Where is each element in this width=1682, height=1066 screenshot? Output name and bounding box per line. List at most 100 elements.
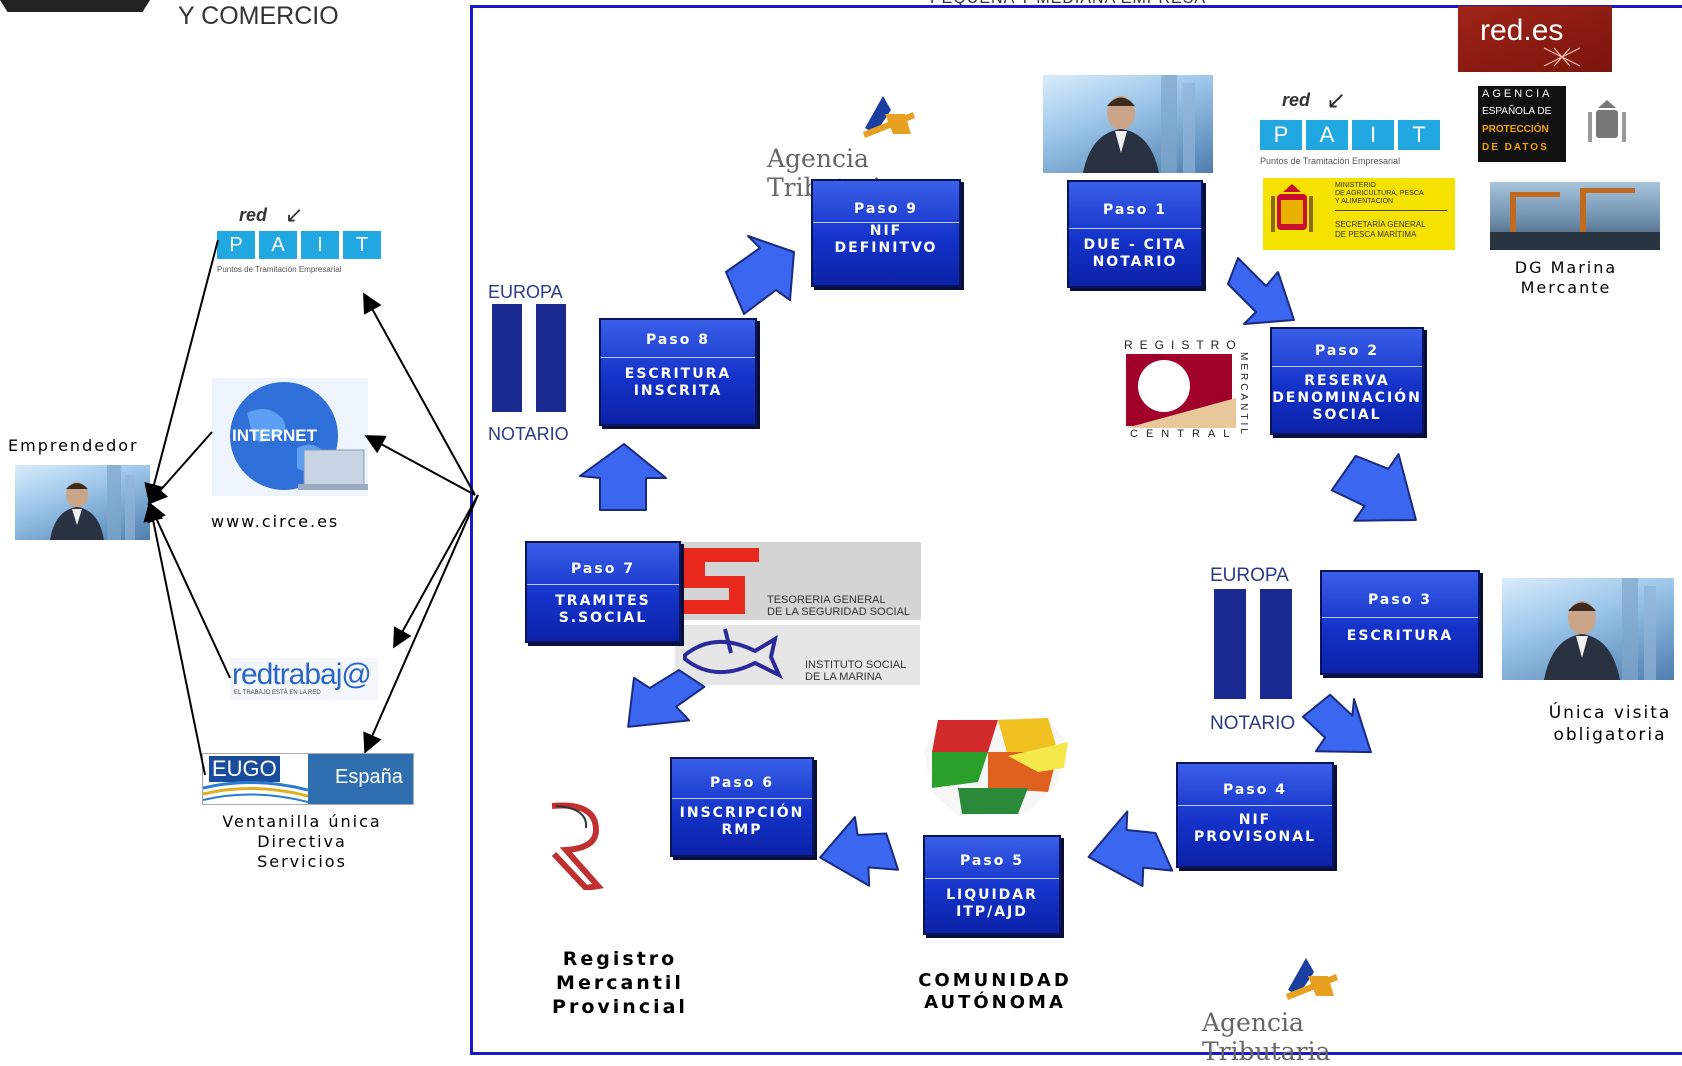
step-5[interactable]: Paso 5 LIQUIDAR ITP/AJD — [923, 835, 1061, 935]
pait-arrow-icon: ↙ — [285, 203, 304, 228]
step-6-rule — [672, 798, 812, 799]
pait-letter-a-right: A — [1306, 120, 1348, 150]
registro-mercantil-central-logo: REGISTRO MERCANTIL CENTRAL — [1120, 338, 1250, 440]
ism-fish-icon — [683, 628, 784, 680]
ministerio-line3: Y ALIMENTACIÓN — [1335, 198, 1394, 205]
marina-mercante-photo — [1490, 182, 1660, 250]
red-es-net-icon — [1543, 47, 1581, 67]
europa-stars-panel-right-left — [536, 304, 566, 412]
step-9-rule — [813, 222, 959, 223]
step-2-title: Paso 2 — [1315, 343, 1379, 359]
dg-marina-label: DG Marina Mercante — [1514, 258, 1618, 297]
internet-badge: INTERNET — [232, 426, 317, 445]
ministerio-agricultura-logo: MINISTERIO DE AGRICULTURA, PESCA Y ALIME… — [1263, 178, 1455, 250]
step-5-title: Paso 5 — [960, 853, 1024, 869]
ministry-name-tail: Y COMERCIO — [178, 2, 339, 30]
step-8-text: ESCRITURA INSCRITA — [624, 366, 732, 399]
businessman-photo-top — [1043, 75, 1213, 173]
step-3-title: Paso 3 — [1368, 592, 1432, 608]
spain-coat-of-arms-icon — [1271, 184, 1313, 232]
step-4-text: NIF PROVISONAL — [1193, 812, 1317, 845]
pait-letter-i: I — [301, 231, 339, 259]
registro-emblem-shape — [1126, 360, 1236, 428]
agpd-line2: ESPAÑOLA DE — [1482, 106, 1552, 117]
agencia-emblem-icon-bottom — [1286, 958, 1338, 1000]
europa-stars-panel-right-a — [1214, 589, 1246, 699]
process-arrows — [579, 235, 1417, 888]
secretaria-line2: DE PESCA MARÍTIMA — [1335, 230, 1417, 239]
redtrabajo-tag: EL TRABAJO ESTÁ EN LA RED — [234, 690, 321, 696]
pait-red-text: red — [239, 205, 268, 225]
businessman-photo-right — [1502, 578, 1674, 680]
r-emblem-icon — [551, 802, 604, 892]
step-2-text: RESERVA DENOMINACIÓN SOCIAL — [1272, 373, 1422, 423]
pait-caption: Puntos de Tramitación Empresarial — [217, 265, 342, 274]
arrow-2-to-3 — [1330, 453, 1417, 522]
red-es-text: red.es — [1480, 14, 1564, 47]
step-8-rule — [601, 357, 755, 358]
eugo-waves-icon — [203, 780, 308, 803]
unica-visita-label: Única visita obligatoria — [1548, 703, 1672, 745]
registro-side-text: MERCANTIL — [1238, 352, 1249, 437]
step-6[interactable]: Paso 6 INSCRIPCIÓN RMP — [670, 757, 814, 857]
pait-caption-right: Puntos de Tramitación Empresarial — [1260, 156, 1401, 166]
ism-line1: INSTITUTO SOCIAL — [805, 659, 907, 671]
comunidad-autonoma-label: COMUNIDAD AUTÓNOMA — [918, 970, 1072, 1013]
port-cranes-image — [1490, 188, 1660, 250]
agpd-line4: DE DATOS — [1482, 142, 1549, 153]
step-1-title: Paso 1 — [1103, 202, 1167, 218]
step-7-rule — [527, 584, 679, 585]
step-7-title: Paso 7 — [571, 561, 635, 577]
step-9[interactable]: Paso 9 NIF DEFINITVO — [811, 179, 961, 287]
pait-letter-t: T — [343, 231, 381, 259]
pait-letter-t-right: T — [1398, 120, 1440, 150]
europa-text-left: EUROPA — [488, 282, 563, 302]
step-2[interactable]: Paso 2 RESERVA DENOMINACIÓN SOCIAL — [1270, 327, 1424, 435]
internet-logo: INTERNET — [212, 378, 368, 496]
step-1-rule — [1069, 228, 1201, 229]
businessman-image-right — [1544, 578, 1656, 680]
step-4-rule — [1178, 805, 1332, 806]
step-4-title: Paso 4 — [1223, 782, 1287, 798]
pait-letter-p-right: P — [1260, 120, 1302, 150]
europa-stars-panel-left — [492, 304, 522, 412]
europa-notario-logo-left: EUROPA NOTARIO — [486, 282, 586, 447]
step-3[interactable]: Paso 3 ESCRITURA — [1320, 570, 1480, 675]
businessman-image-top — [1083, 75, 1195, 173]
step-2-rule — [1272, 366, 1422, 367]
step-9-text: NIF DEFINITVO — [834, 223, 938, 256]
step-7-text: TRAMITES S.SOCIAL — [555, 593, 651, 626]
registro-bottom-text: CENTRAL — [1130, 428, 1238, 440]
europa-stars-panel-right-b — [1260, 589, 1292, 699]
redtrabajo-text: redtrabaj@ — [232, 658, 372, 691]
notario-text-left: NOTARIO — [488, 424, 569, 444]
pait-logo-right: red ↙ P A I T Puntos de Tramitación Empr… — [1260, 86, 1450, 170]
internet-site-label: www.circe.es — [211, 512, 340, 531]
ministerio-divider — [1335, 210, 1447, 211]
step-9-title: Paso 9 — [854, 201, 918, 217]
red-es-logo: red.es — [1458, 6, 1612, 72]
arrow-8-to-9 — [725, 235, 795, 315]
pait-letter-p: P — [217, 231, 255, 259]
step-1[interactable]: Paso 1 DUE - CITA NOTARIO — [1067, 180, 1203, 288]
pait-arrow-icon-right: ↙ — [1326, 86, 1347, 114]
arrow-7-to-8 — [579, 443, 667, 511]
europa-text-right: EUROPA — [1210, 565, 1289, 586]
arrow-5-to-6 — [819, 816, 900, 887]
europa-notario-logo-right: EUROPA NOTARIO — [1208, 565, 1308, 735]
spain-map-icon — [924, 718, 1068, 816]
ministerio-line2: DE AGRICULTURA, PESCA — [1335, 190, 1424, 197]
globe-icon — [212, 378, 368, 496]
spain-crest-icon — [1582, 98, 1632, 148]
step-8[interactable]: Paso 8 ESCRITURA INSCRITA — [599, 318, 757, 426]
step-5-rule — [925, 878, 1059, 879]
eugo-country: España — [335, 766, 403, 788]
step-7[interactable]: Paso 7 TRAMITES S.SOCIAL — [525, 541, 681, 643]
step-1-text: DUE - CITA NOTARIO — [1083, 237, 1187, 270]
eugo-caption: Ventanilla única Directiva Servicios — [222, 812, 382, 871]
agpd-line1: AGENCIA — [1482, 88, 1553, 100]
step-4[interactable]: Paso 4 NIF PROVISONAL — [1176, 762, 1334, 868]
ism-logo: INSTITUTO SOCIAL DE LA MARINA — [675, 625, 920, 685]
ministry-logo-fragment — [0, 0, 150, 12]
notario-text-right: NOTARIO — [1210, 713, 1296, 734]
